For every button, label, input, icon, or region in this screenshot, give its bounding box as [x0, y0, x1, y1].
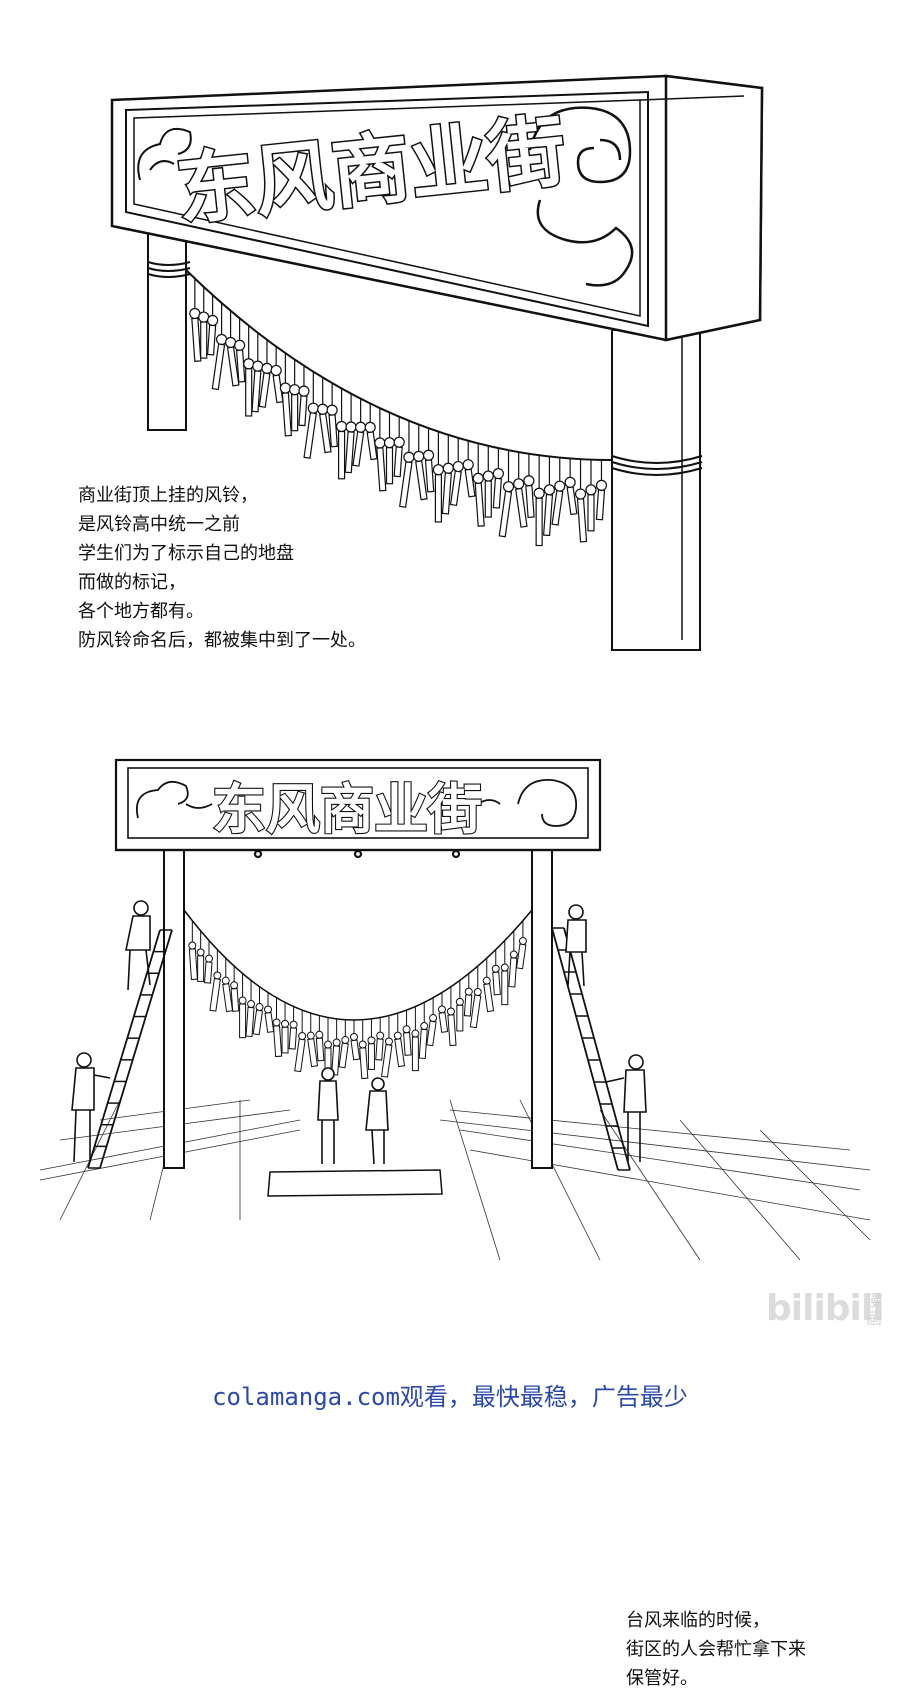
panel-bottom: 东风商业街 台风来临的时候， 街区的人会帮忙拿下来 保管好。: [0, 700, 900, 1689]
right-pillar: [611, 329, 703, 651]
worker-on-left-ladder: [125, 900, 151, 991]
cloud-ornament-left: [136, 780, 213, 819]
caption-line: 是风铃高中统一之前: [78, 514, 240, 535]
caption-line: 而做的标记，: [78, 572, 186, 593]
workers: [71, 900, 647, 1165]
footer-banner[interactable]: colamanga.com观看，最快最稳，广告最少: [212, 1383, 688, 1411]
sign-board: [114, 758, 602, 859]
illustration-sign-with-chimes: 东风商业街: [110, 74, 764, 651]
left-pillar: [147, 221, 191, 431]
cloud-ornament-right: [477, 779, 577, 827]
sign-text-bottom: 东风商业街: [212, 777, 482, 841]
caption-line: 商业街顶上挂的风铃，: [78, 485, 258, 506]
wind-chimes: [188, 920, 527, 1083]
ladder-right: [551, 927, 631, 1171]
worker-center-1: [317, 1067, 339, 1164]
caption-line: 街区的人会帮忙拿下来: [626, 1639, 806, 1660]
gate-pillars: [163, 849, 553, 1169]
panel-top: 东风商业街 商业街顶上挂的风铃， 是风铃高中统一之前 学生们为了标示自己的地盘 …: [0, 0, 900, 700]
worker-bottom-left: [71, 1052, 111, 1163]
caption-line: 防风铃命名后，都被集中到了一处。: [78, 630, 366, 651]
chime-rope: [183, 909, 533, 1021]
caption-line: 台风来临的时候，: [626, 1610, 770, 1631]
bilibili-logo: bilibili: [766, 1288, 885, 1329]
sign-board: [110, 74, 764, 342]
caption-line: 学生们为了标示自己的地盘: [78, 543, 294, 564]
caption-line: 保管好。: [626, 1668, 698, 1689]
worker-bottom-right: [605, 1054, 647, 1162]
cloud-ornament-right: [528, 106, 634, 287]
wind-chimes: [189, 278, 608, 547]
worker-on-right-ladder: [565, 904, 587, 987]
illustration-gate-with-workers: 东风商业街: [39, 758, 871, 1261]
caption-line: 各个地方都有。: [78, 601, 204, 622]
worker-center-2: [365, 1077, 389, 1165]
cloud-ornament-left: [137, 128, 192, 181]
caption-top: 商业街顶上挂的风铃， 是风铃高中统一之前 学生们为了标示自己的地盘 而做的标记，…: [78, 481, 366, 655]
caption-bottom: 台风来临的时候， 街区的人会帮忙拿下来 保管好。: [626, 1606, 806, 1693]
bilibili-logo-sub: 漫画: [866, 1291, 883, 1328]
ground-mat: [267, 1169, 443, 1197]
